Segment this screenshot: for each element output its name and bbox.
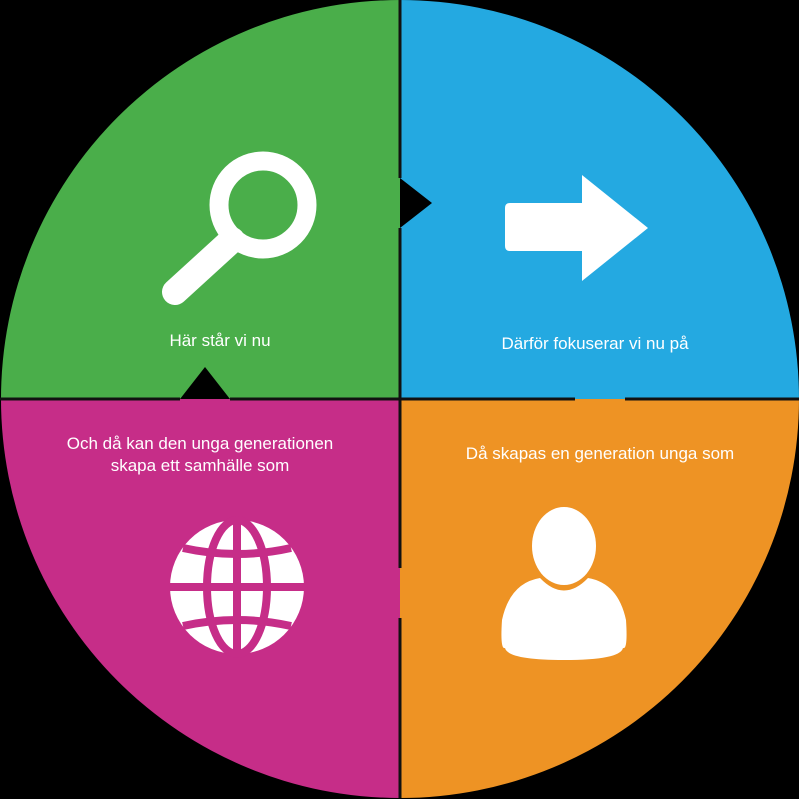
- arrow-right-icon: [505, 175, 648, 281]
- quadrant-label-society: Och då kan den unga generationen skapa e…: [30, 433, 370, 477]
- quadrant-green: [1, 0, 400, 399]
- quadrant-label-society-line2: skapa ett samhälle som: [110, 456, 290, 475]
- quadrant-label-current: Här står vi nu: [169, 331, 271, 350]
- quadrant-label-generation: Då skapas en generation unga som: [465, 444, 735, 463]
- quadrant-label-focus: Därför fokuserar vi nu på: [501, 334, 689, 353]
- quadrant-label-society-line1: Och då kan den unga generationen: [66, 434, 334, 453]
- magnifier-icon: [162, 151, 317, 305]
- globe-icon: [170, 516, 304, 658]
- person-icon: [501, 507, 627, 660]
